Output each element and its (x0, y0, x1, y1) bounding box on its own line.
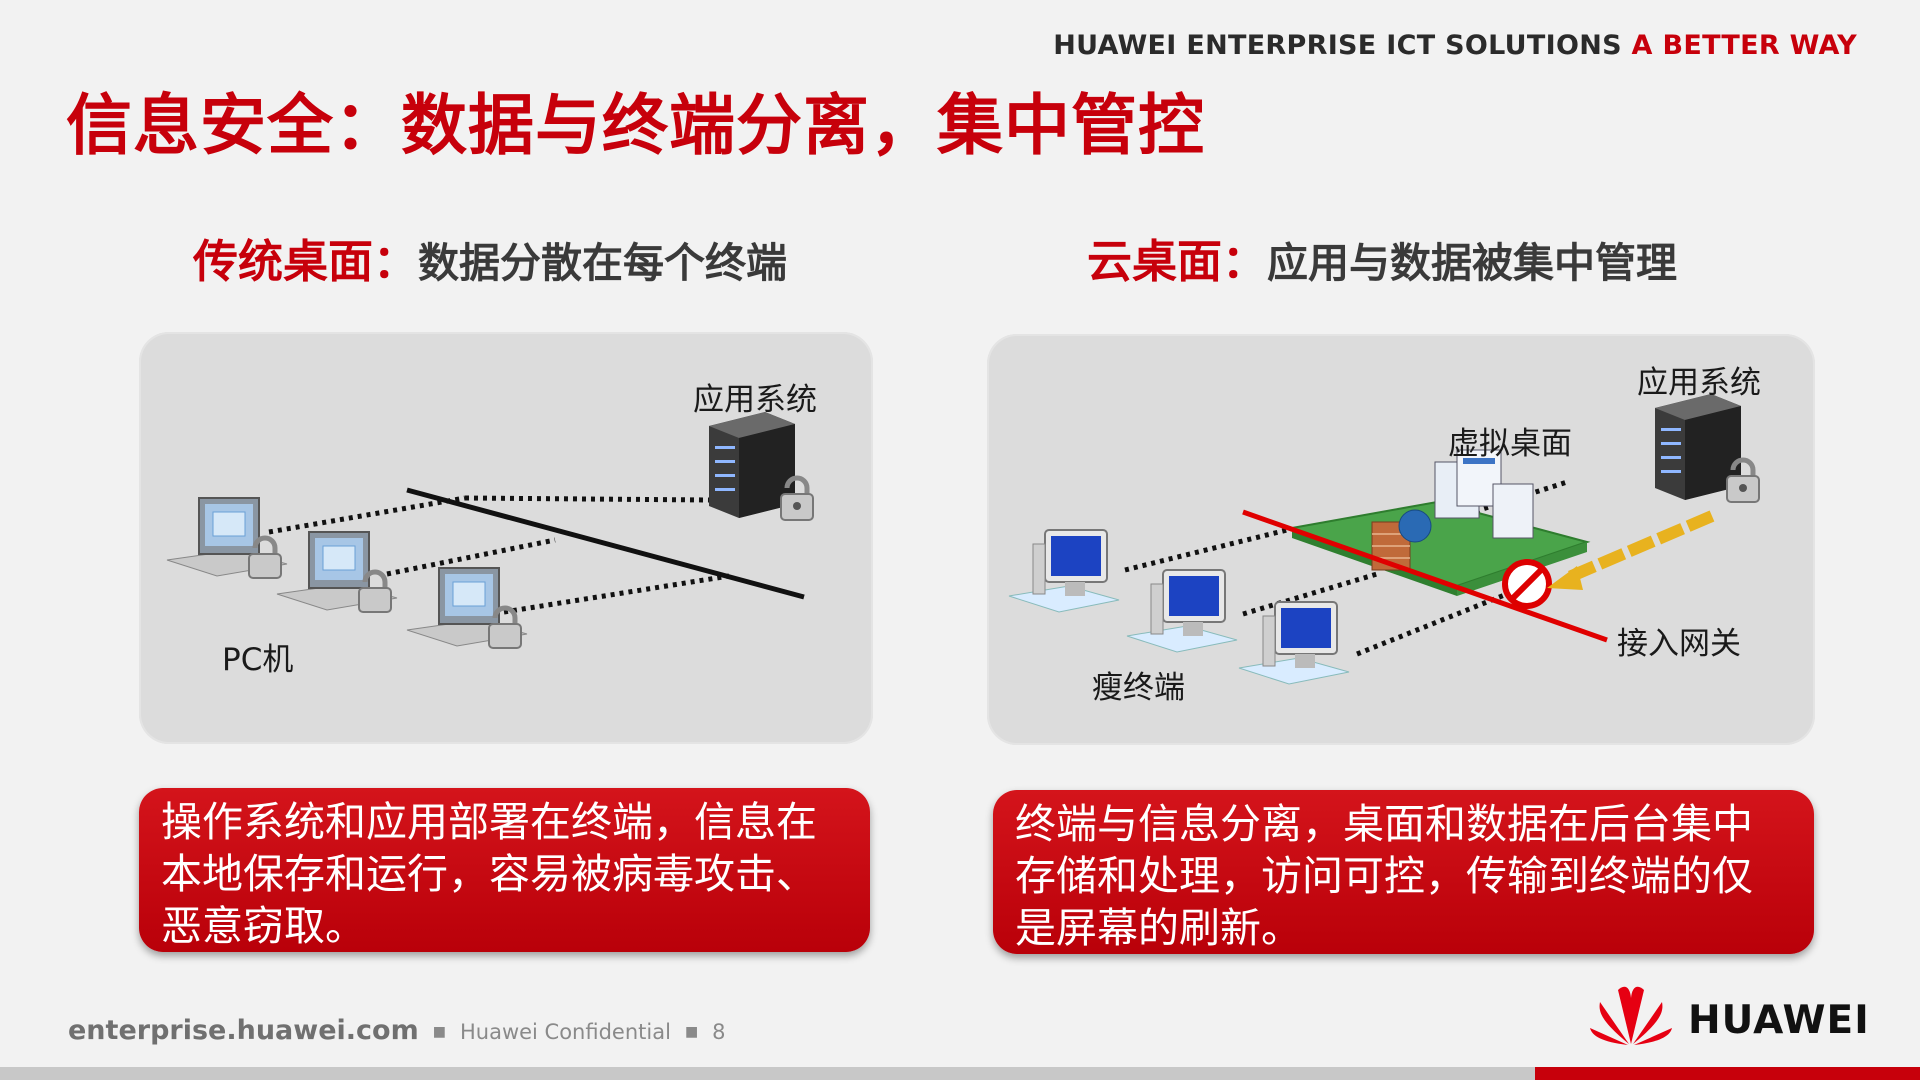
left-app-system-label: 应用系统 (693, 382, 817, 418)
lock-icon (780, 475, 814, 521)
pc-icon (406, 567, 528, 649)
left-callout: 操作系统和应用部署在终端，信息在本地保存和运行，容易被病毒攻击、恶意窃取。 (139, 788, 870, 952)
bottom-accent-bar (1535, 1067, 1920, 1080)
traditional-desktop-diagram (166, 412, 814, 649)
footer-site-link[interactable]: enterprise.huawei.com (68, 1015, 419, 1046)
tagline-accent: A BETTER WAY (1631, 30, 1857, 61)
gateway-line (1242, 509, 1608, 643)
huawei-brand-text: HUAWEI (1688, 998, 1870, 1043)
left-heading-dark: 数据分散在每个终端 (418, 239, 788, 287)
pc-icon (276, 531, 398, 613)
footer-separator: ■ (684, 1023, 699, 1040)
lock-icon (1726, 457, 1760, 503)
right-heading-dark: 应用与数据被集中管理 (1267, 239, 1678, 287)
pc-label: PC机 (222, 642, 294, 678)
footer-separator: ■ (432, 1023, 446, 1040)
globe-icon (1398, 509, 1432, 543)
left-heading-red: 传统桌面： (193, 235, 419, 288)
thin-terminal-icon (1008, 529, 1120, 613)
footer-info: enterprise.huawei.com ■ Huawei Confidentia… (68, 1015, 726, 1046)
virtual-desktop-icon (1434, 449, 1534, 539)
thin-terminal-icon (1126, 569, 1238, 653)
page-number: 8 (712, 1020, 726, 1044)
server-icon (1655, 394, 1760, 503)
thin-terminal-label: 瘦终端 (1092, 670, 1185, 706)
virtual-desktop-label: 虚拟桌面 (1448, 426, 1572, 462)
blocked-arrow-icon (1547, 510, 1715, 590)
right-heading: 云桌面：应用与数据被集中管理 (1087, 225, 1677, 290)
footer-confidential: Huawei Confidential (459, 1020, 671, 1044)
barrier-line (406, 487, 805, 600)
thin-terminal-icon (1238, 601, 1350, 685)
access-gateway-label: 接入网关 (1617, 626, 1741, 662)
slide-title: 信息安全：数据与终端分离，集中管控 (66, 87, 1205, 164)
huawei-logo-icon (1590, 986, 1672, 1045)
right-callout: 终端与信息分离，桌面和数据在后台集中存储和处理，访问可控，传输到终端的仅是屏幕的… (993, 790, 1814, 954)
dotted-links (1124, 479, 1568, 657)
right-app-system-label: 应用系统 (1637, 365, 1761, 401)
right-heading-red: 云桌面： (1087, 235, 1268, 288)
pc-icon (166, 497, 288, 579)
left-heading: 传统桌面：数据分散在每个终端 (193, 225, 787, 290)
cloud-desktop-diagram (1008, 394, 1760, 685)
dotted-links (268, 495, 730, 615)
tagline-main: HUAWEI ENTERPRISE ICT SOLUTIONS (1053, 30, 1622, 61)
header-tagline: HUAWEI ENTERPRISE ICT SOLUTIONS A BETTER… (1053, 30, 1857, 61)
server-icon (709, 412, 814, 521)
bottom-bar (0, 1067, 1920, 1080)
no-entry-icon (1502, 559, 1552, 609)
